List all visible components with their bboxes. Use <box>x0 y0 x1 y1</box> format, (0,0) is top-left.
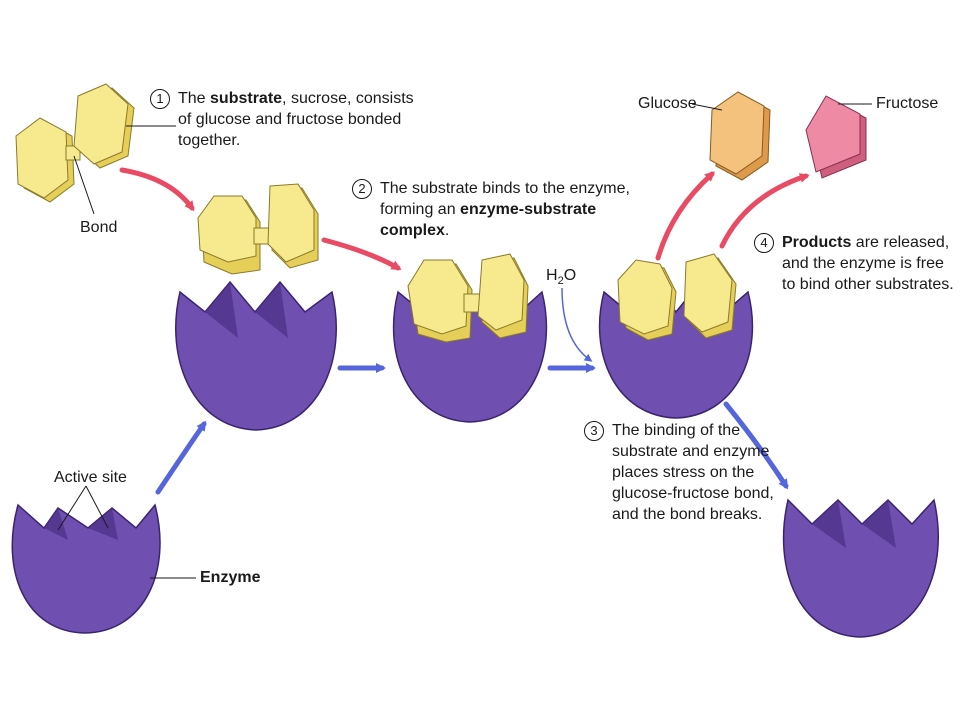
leader-active-site-a <box>57 485 87 531</box>
water-subscript: 2 <box>557 275 564 288</box>
step-text-bold-run: complex <box>380 222 445 239</box>
step-text-line: The substrate binds to the enzyme, <box>380 178 630 199</box>
step-1-text: The substrate, sucrose, consists of gluco… <box>178 88 414 151</box>
arrow-substrate-binds <box>321 237 402 271</box>
step-text-run: The <box>178 90 211 107</box>
step-text-run: glucose-fructose bond, <box>612 485 774 502</box>
step-text-line: to bind other substrates. <box>782 274 954 295</box>
step-text-line: The binding of the <box>612 420 774 441</box>
step-text-line: and the enzyme is free <box>782 253 954 274</box>
water-label: H2O <box>546 266 576 291</box>
blue-arrows <box>155 363 789 495</box>
step-4-text: Products are released, and the enzyme is … <box>782 232 954 295</box>
sucrose-substrate-approaching <box>197 183 319 275</box>
step-text-line: The substrate, sucrose, consists <box>178 88 414 109</box>
step-text-run: . <box>444 222 450 239</box>
step-text-line: and the bond breaks. <box>612 504 774 525</box>
step-text-line: complex. <box>380 220 630 241</box>
step-text-run: and the bond breaks. <box>612 506 763 523</box>
step-text-run: and the enzyme is free <box>782 255 944 272</box>
step-text-line: glucose-fructose bond, <box>612 483 774 504</box>
enzyme-free-bottom-right <box>782 498 939 638</box>
arrow-glucose-release <box>655 171 715 261</box>
arrow-water <box>561 287 593 362</box>
fructose-label: Fructose <box>876 95 939 112</box>
step-4-number: 4 <box>754 233 774 253</box>
step-2-number: 2 <box>352 179 372 199</box>
step-text-run: , sucrose, consists <box>282 90 414 107</box>
step-text-line: Products are released, <box>782 232 954 253</box>
leader-glucose <box>691 103 723 111</box>
enzyme-label: Enzyme <box>200 569 261 586</box>
arrow-fructose-release <box>719 173 810 249</box>
step-text-run: are released, <box>851 234 950 251</box>
enzyme-unbound <box>175 280 337 431</box>
step-text-bold-run: substrate <box>210 90 283 107</box>
bond-label: Bond <box>80 219 118 236</box>
glucose-product <box>709 91 771 181</box>
step-text-run: places stress on the <box>612 464 755 481</box>
step-text-line: forming an enzyme-substrate <box>380 199 630 220</box>
step-text-bold-run: enzyme-substrate <box>460 201 597 218</box>
step-text-line: substrate and enzyme <box>612 441 774 462</box>
step-text-run: together. <box>178 132 241 149</box>
step-text-run: of glucose and fructose bonded <box>178 111 402 128</box>
water-o: O <box>563 267 577 284</box>
leader-active-site-b <box>85 485 109 529</box>
step-1-number: 1 <box>150 89 170 109</box>
step-text-run: substrate and enzyme <box>612 443 770 460</box>
step-2-text: The substrate binds to the enzyme, formin… <box>380 178 630 241</box>
step-text-run: to bind other substrates. <box>782 276 954 293</box>
step-text-line: together. <box>178 130 414 151</box>
water-h: H <box>546 267 558 284</box>
sucrose-substrate-bound <box>407 253 529 343</box>
active-site-label: Active site <box>54 469 127 486</box>
glucose-label: Glucose <box>638 95 697 112</box>
red-arrows <box>119 167 810 271</box>
fructose-product <box>805 95 867 179</box>
arrow-enzyme-up <box>155 420 207 495</box>
step-3-text: The binding of the substrate and enzyme pl… <box>612 420 774 525</box>
leader-bond <box>73 155 95 215</box>
arrow-substrate-to-enzyme <box>119 167 195 212</box>
step-text-line: of glucose and fructose bonded <box>178 109 414 130</box>
sucrose-substrate-free <box>15 83 135 203</box>
leader-lines <box>57 103 872 579</box>
enzyme-free-bottom-left <box>11 503 161 634</box>
step-text-line: places stress on the <box>612 462 774 483</box>
arrow-enzyme-released <box>723 401 789 490</box>
step-text-bold-run: Products <box>782 234 852 251</box>
step-3-number: 3 <box>584 421 604 441</box>
step-text-run: The substrate binds to the enzyme, <box>380 180 630 197</box>
step-text-run: The binding of the <box>612 422 741 439</box>
step-text-run: forming an <box>380 201 461 218</box>
sucrose-substrate-splitting <box>617 253 737 341</box>
